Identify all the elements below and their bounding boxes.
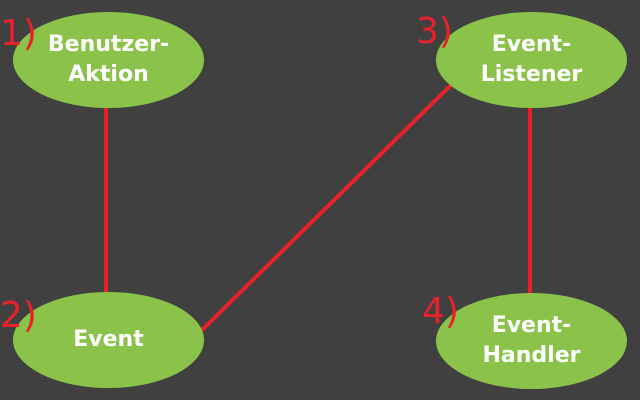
step-number-1: 1) (0, 13, 37, 54)
step-number-2: 2) (0, 295, 37, 336)
node-event-handler: Event- Handler (436, 293, 627, 389)
node-benutzer-aktion: Benutzer- Aktion (13, 12, 204, 108)
connector-event-to-listener (198, 82, 454, 334)
step-number-4: 4) (422, 291, 459, 332)
node-event-listener: Event- Listener (436, 12, 627, 108)
node-event: Event (13, 292, 204, 388)
step-number-3: 3) (416, 11, 453, 52)
